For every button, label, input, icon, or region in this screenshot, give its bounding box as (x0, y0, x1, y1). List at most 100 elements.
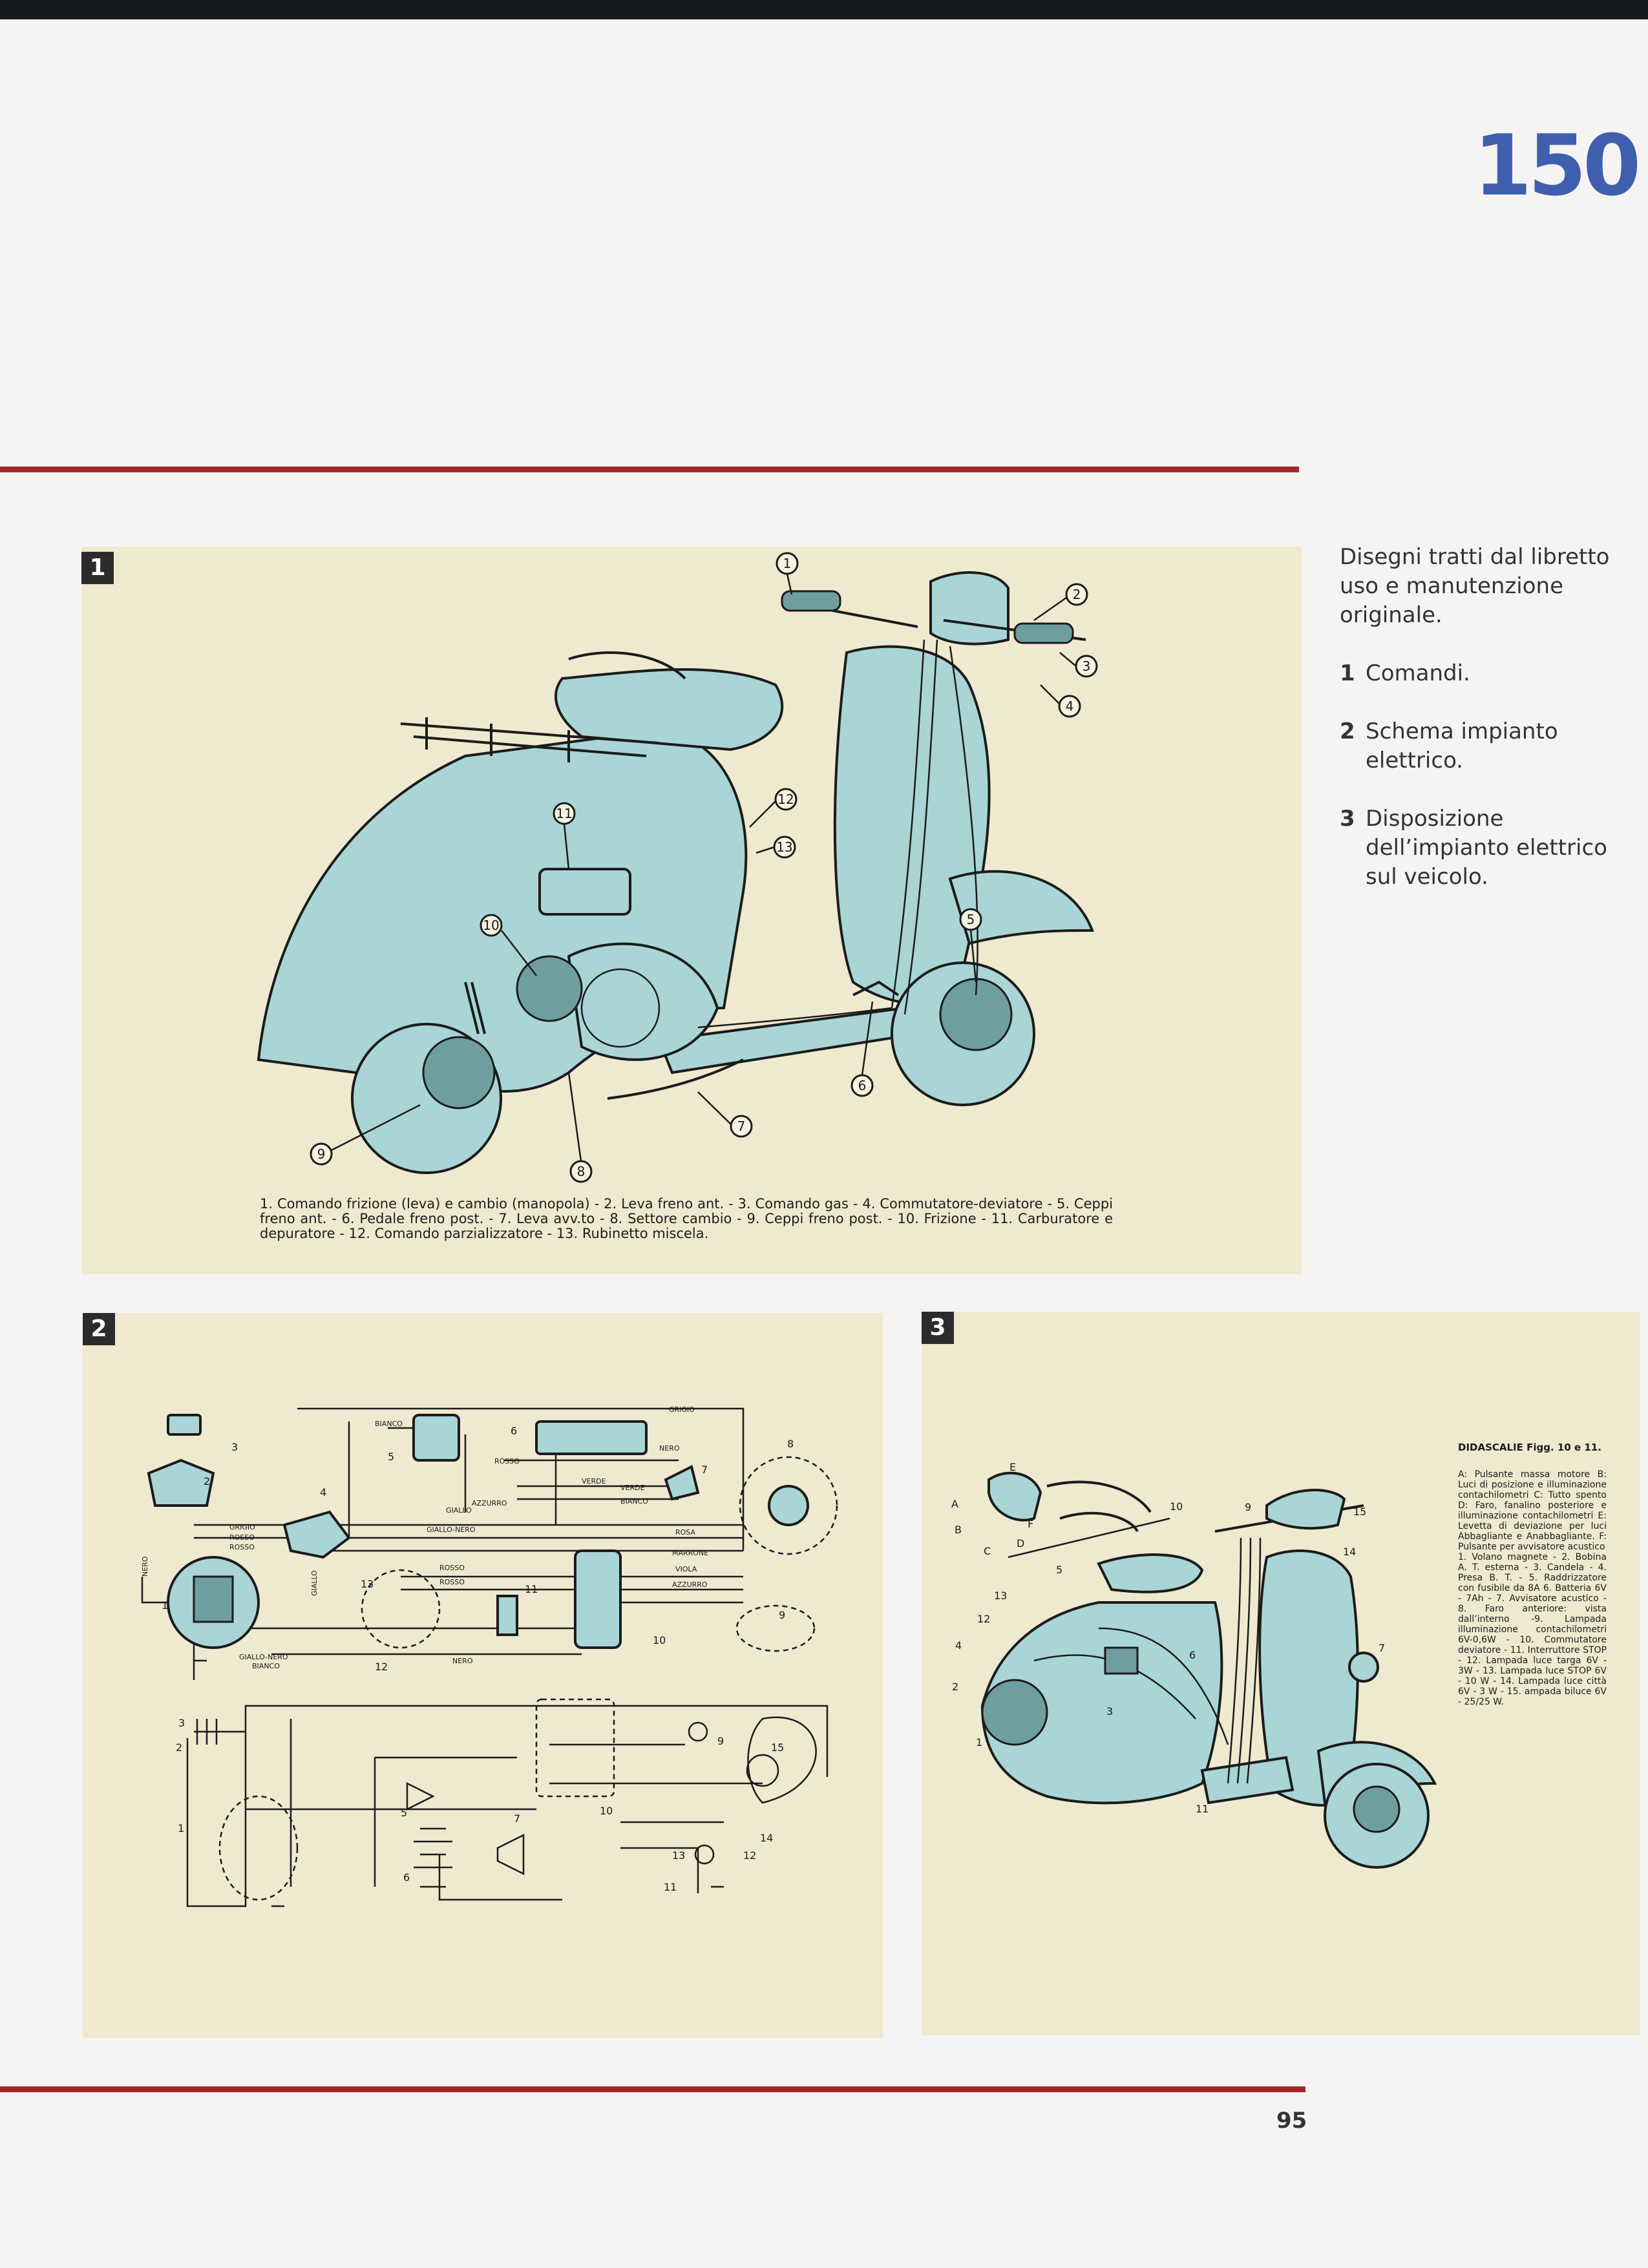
handlebar-switch-inset (988, 1471, 1042, 1522)
stop-lamp-schematic (694, 1844, 715, 1865)
rear-brake-drum (422, 1036, 496, 1109)
callout-12: 12 (774, 788, 798, 811)
callout-7: 7 (730, 1115, 753, 1138)
callout-label: 9 (317, 1146, 326, 1162)
luggage-rack (400, 717, 660, 762)
kickstart-lever (607, 1058, 744, 1100)
callout-label: 15 (771, 1741, 784, 1754)
callout-11: 11 (553, 802, 576, 825)
light-switch-block (574, 1549, 622, 1649)
bottom-red-rule (0, 2086, 1305, 2092)
magneto-coils (193, 1575, 234, 1623)
callout-label: 15 (1353, 1506, 1366, 1518)
sidebar-item-number: 3 (1340, 806, 1355, 832)
ignition-switch-symbol (194, 1719, 246, 1745)
scan-top-edge (0, 0, 1648, 19)
callout-3: 3 (1075, 655, 1098, 678)
callout-label: A (951, 1498, 958, 1510)
wire-label: AZZURRO (672, 1580, 708, 1589)
callout-9: 9 (310, 1142, 333, 1166)
callout-label: C (984, 1545, 991, 1557)
scooter3-horn (1348, 1652, 1379, 1683)
handlebar-inset-grip (1046, 1480, 1152, 1533)
ht-coil (147, 1458, 215, 1507)
sidebar-item-3: 3 Disposizione dell’impianto elettrico s… (1340, 804, 1624, 892)
callout-label: 14 (1343, 1546, 1356, 1558)
page-number: 95 (1276, 2108, 1307, 2134)
callout-label: E (1009, 1461, 1016, 1473)
legend-letters: A: Pulsante massa motore B: Luci di posi… (1458, 1469, 1607, 1552)
legend-title: DIDASCALIE Figg. 10 e 11. (1458, 1442, 1601, 1453)
wire-label: VIOLA (675, 1565, 697, 1573)
figure-1-caption: 1. Comando frizione (leva) e cambio (man… (260, 1196, 1113, 1241)
battery (535, 1420, 648, 1455)
legend-numbers: 1. Volano magnete - 2. Bobina A. T. este… (1458, 1552, 1607, 1707)
wire-label: BIANCO (620, 1497, 648, 1506)
callout-10: 10 (480, 914, 503, 937)
front-mudguard (948, 870, 1094, 945)
headlamp-housing (739, 1456, 838, 1555)
stop-switch (496, 1595, 518, 1636)
sidebar-item-text: Disposizione dell’impianto elettrico sul… (1366, 806, 1607, 890)
wire-label: GIALLO-NERO (427, 1526, 476, 1534)
battery-schematic (414, 1827, 452, 1869)
callout-label: 2 (1073, 587, 1081, 602)
top-red-rule (0, 467, 1299, 472)
sidebar-item-number: 2 (1340, 719, 1355, 744)
wire-label: GRIGIO (669, 1405, 695, 1414)
wiring-lower (186, 1705, 829, 1907)
rear-lamp-housing (361, 1569, 441, 1649)
callout-label: 10 (600, 1805, 613, 1817)
callout-label: 2 (952, 1681, 958, 1693)
callout-1: 1 (776, 552, 799, 575)
callout-label: 4 (320, 1486, 326, 1498)
callout-label: 9 (1245, 1501, 1251, 1513)
callout-label: 4 (955, 1639, 962, 1652)
callout-label: 5 (388, 1451, 394, 1463)
engine-fan (580, 968, 660, 1048)
sidebar-intro: Disegni tratti dal libretto uso e manute… (1340, 544, 1610, 628)
callout-leaders (331, 573, 1077, 1162)
rectifier-schematic (406, 1781, 435, 1811)
callout-label: F (1028, 1518, 1033, 1530)
callout-label: 12 (375, 1661, 388, 1673)
right-grip (1013, 622, 1074, 644)
callout-13: 13 (773, 835, 796, 859)
wire-label: AZZURRO (472, 1499, 507, 1507)
wire-label: GIALLO (446, 1506, 472, 1515)
callout-label: 5 (967, 912, 975, 927)
ground-symbols (194, 1659, 724, 1907)
wire-label: ROSSO (439, 1578, 465, 1586)
wire-label: BIANCO (375, 1420, 403, 1428)
callout-label: 1 (162, 1599, 168, 1612)
page-id-number: 150 (1474, 116, 1641, 215)
sidebar-captions: Disegni tratti dal libretto uso e manute… (1340, 543, 1624, 921)
callout-label: 6 (511, 1425, 517, 1437)
wire-label: ROSSO (494, 1457, 520, 1465)
carburettor (538, 868, 631, 916)
horn (664, 1465, 700, 1501)
callout-label: 12 (777, 792, 794, 807)
callout-label: 3 (1106, 1705, 1113, 1717)
callout-label: 6 (858, 1078, 867, 1093)
callout-label: 5 (401, 1807, 407, 1819)
figure-3-number: 3 (922, 1312, 954, 1344)
figure-2-number: 2 (83, 1313, 115, 1345)
callout-label: 6 (1189, 1649, 1196, 1661)
scooter3-headset (1265, 1489, 1346, 1530)
speedo-lamp-housing (735, 1604, 816, 1652)
callout-label: 13 (776, 839, 792, 855)
scooter3-harness (1033, 1537, 1262, 1784)
callout-label: 5 (1056, 1564, 1062, 1576)
callout-label: 7 (1379, 1642, 1385, 1654)
callout-label: 7 (701, 1464, 708, 1476)
headlamp-bulb (768, 1485, 809, 1526)
headlamp-bulb-schematic (746, 1754, 779, 1787)
callout-label: 6 (403, 1871, 410, 1884)
wire-label: VERDE (582, 1477, 606, 1486)
callout-label: 10 (483, 918, 499, 933)
callout-label: 9 (717, 1735, 724, 1747)
wire-label: GIALLO-NERO (239, 1653, 288, 1661)
callout-label: 1 (178, 1822, 184, 1834)
